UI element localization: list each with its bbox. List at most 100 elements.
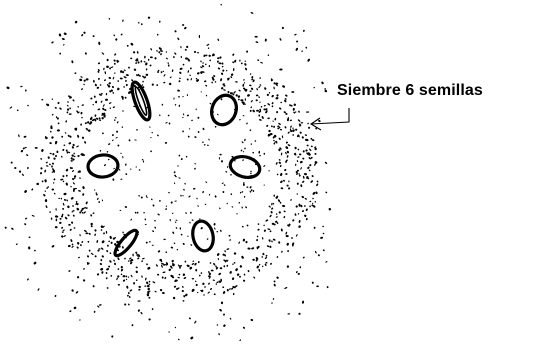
soil-dot [282, 179, 286, 182]
soil-dot [128, 66, 130, 69]
soil-dot [286, 155, 289, 158]
soil-dot [189, 267, 192, 270]
soil-dot [292, 244, 294, 247]
soil-dot [255, 259, 258, 262]
soil-dot [314, 152, 317, 155]
soil-dot [173, 56, 175, 59]
soil-dot [286, 184, 289, 187]
soil-dot [55, 116, 58, 119]
soil-dot [81, 116, 83, 119]
soil-dot [130, 218, 132, 221]
soil-dot [272, 120, 274, 122]
soil-dot [83, 31, 86, 34]
soil-dot [84, 52, 87, 55]
soil-dot [230, 173, 232, 176]
soil-dot [249, 129, 252, 132]
soil-dot [165, 205, 168, 207]
soil-dot [244, 138, 246, 142]
soil-dot [88, 249, 91, 252]
soil-dot [231, 206, 234, 208]
soil-dot [95, 193, 98, 196]
soil-dot [125, 278, 128, 281]
soil-dot [113, 119, 116, 121]
soil-dot [106, 151, 109, 153]
soil-dot [69, 107, 72, 110]
soil-dot [128, 91, 131, 94]
soil-dot [174, 279, 178, 282]
soil-dot [280, 180, 283, 183]
soil-dot [259, 77, 262, 79]
soil-dot [84, 122, 88, 124]
soil-dot [279, 164, 282, 168]
soil-dot [77, 106, 79, 108]
soil-dot [194, 262, 197, 266]
soil-dot [271, 207, 274, 210]
soil-dot [239, 339, 242, 342]
soil-dot [232, 292, 235, 296]
soil-dot [113, 59, 116, 62]
soil-dot [110, 66, 114, 68]
seeds-group [86, 80, 262, 258]
soil-dot [188, 317, 191, 320]
soil-dot [71, 154, 74, 157]
soil-dot [316, 183, 319, 187]
soil-dot [100, 229, 103, 231]
soil-dot [124, 206, 128, 208]
soil-dot [271, 202, 273, 206]
soil-dot [222, 291, 226, 294]
soil-dot [77, 134, 80, 138]
soil-dot [72, 143, 75, 147]
soil-dot [297, 272, 300, 275]
soil-dot [324, 88, 327, 90]
soil-dot [273, 142, 276, 145]
soil-dot [242, 159, 244, 161]
soil-dot [45, 165, 49, 167]
soil-dot [274, 134, 277, 138]
soil-dot [172, 231, 175, 234]
soil-dot [221, 182, 224, 184]
soil-dot [178, 104, 181, 107]
soil-dot [40, 158, 43, 160]
soil-dot [100, 258, 103, 262]
soil-dot [113, 259, 115, 262]
soil-dot [306, 175, 309, 179]
soil-dot [78, 256, 80, 259]
soil-dot [178, 154, 181, 157]
soil-dot [221, 72, 224, 75]
soil-dot [246, 122, 248, 125]
soil-dot [71, 170, 75, 172]
soil-dot [275, 82, 279, 85]
soil-dot [98, 41, 101, 46]
soil-dot [105, 272, 108, 274]
soil-dot [230, 193, 233, 196]
soil-dot [271, 240, 273, 243]
soil-dot [110, 275, 113, 277]
soil-dot [24, 190, 27, 193]
soil-dot [55, 208, 57, 211]
soil-dot [81, 211, 84, 214]
soil-dot [71, 243, 74, 246]
soil-dot [72, 188, 76, 191]
soil-dot [87, 240, 90, 243]
soil-dot [271, 102, 274, 105]
soil-dot [103, 114, 105, 117]
soil-dot [301, 210, 305, 212]
soil-dot [72, 182, 75, 185]
soil-dot [302, 175, 305, 179]
soil-dot [125, 275, 128, 278]
soil-dot [44, 190, 47, 192]
soil-dot [51, 188, 55, 191]
soil-dot [23, 135, 27, 138]
soil-dot [308, 169, 311, 172]
soil-dot [226, 264, 229, 267]
soil-dot [190, 67, 192, 70]
soil-dot [298, 174, 301, 177]
soil-dot [307, 152, 311, 155]
soil-dot [326, 286, 329, 289]
soil-dot [96, 273, 100, 276]
soil-dot [242, 115, 245, 117]
soil-dot [249, 73, 252, 75]
soil-dot [152, 204, 155, 207]
soil-dot [263, 229, 266, 232]
soil-dot [146, 285, 150, 288]
